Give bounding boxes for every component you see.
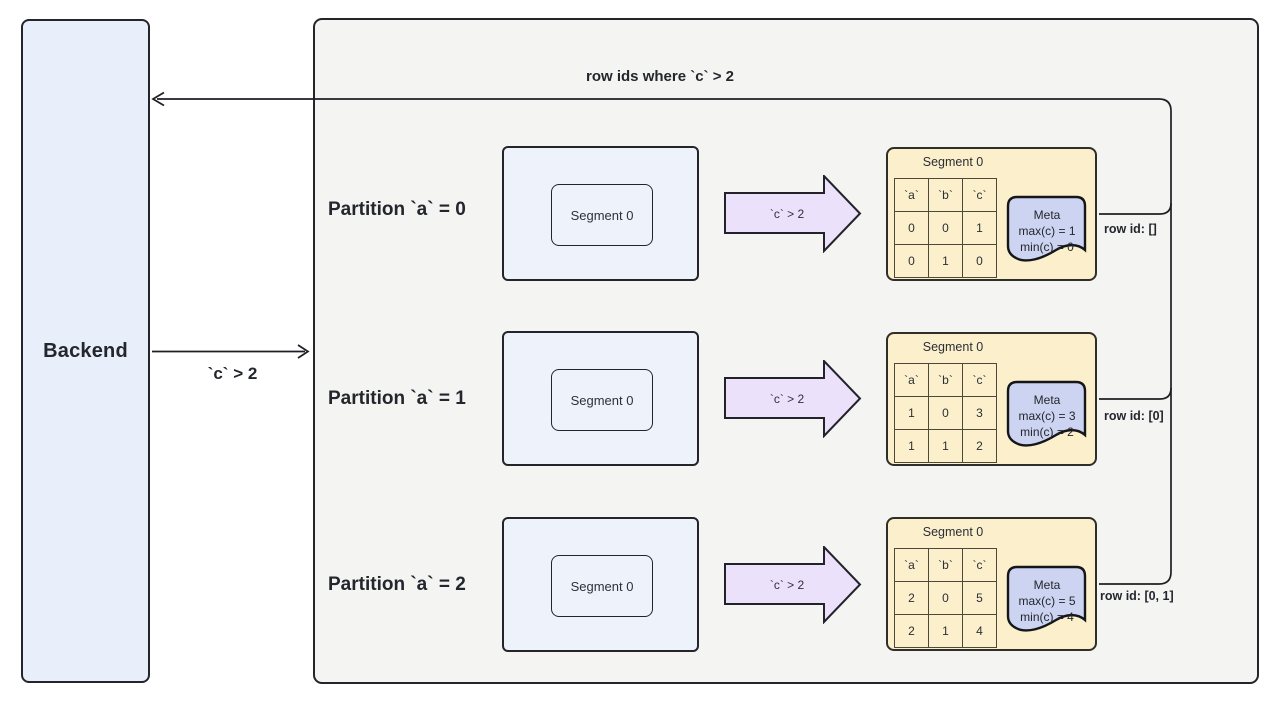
table-cell: 0: [894, 244, 929, 278]
table-row: 2 1 4: [894, 614, 997, 648]
result-segment-title: Segment 0: [922, 155, 984, 169]
table-header-b: `b`: [928, 548, 963, 582]
partition-box-a0: Segment 0: [502, 146, 699, 281]
result-segment-title: Segment 0: [922, 525, 984, 539]
table-cell: 0: [928, 396, 963, 430]
meta-text: Meta max(c) = 3 min(c) = 2: [1005, 392, 1089, 440]
segment-box: Segment 0: [551, 184, 653, 246]
query-arrow-label: `c` > 2: [207, 364, 258, 383]
table-header-b: `b`: [928, 178, 963, 212]
filter-arrow: `c` > 2: [724, 360, 862, 438]
table-cell: 1: [894, 429, 929, 463]
row-id-label-a2: row id: [0, 1]: [1100, 589, 1174, 603]
meta-line-max: max(c) = 5: [1018, 594, 1076, 608]
table-header-a: `a`: [894, 178, 929, 212]
segment-table: `a` `b` `c` 0 0 1 0 1 0: [894, 178, 997, 278]
meta-line-min: min(c) = 0: [1020, 240, 1074, 254]
table-header-b: `b`: [928, 363, 963, 397]
meta-line-max: max(c) = 1: [1018, 224, 1076, 238]
table-row: 1 1 2: [894, 429, 997, 463]
segment-box: Segment 0: [551, 369, 653, 431]
table-cell: 1: [894, 396, 929, 430]
result-segment-box: Segment 0 `a` `b` `c` 2 0 5 2 1 4: [886, 517, 1097, 651]
table-row: 1 0 3: [894, 396, 997, 430]
table-cell: 2: [894, 581, 929, 615]
table-header-row: `a` `b` `c`: [894, 548, 997, 582]
table-cell: 1: [928, 429, 963, 463]
table-row: 0 1 0: [894, 244, 997, 278]
table-header-a: `a`: [894, 548, 929, 582]
segment-table: `a` `b` `c` 1 0 3 1 1 2: [894, 363, 997, 463]
segment-box: Segment 0: [551, 555, 653, 617]
meta-title: Meta: [1033, 393, 1061, 407]
table-row: 2 0 5: [894, 581, 997, 615]
meta-line-max: max(c) = 3: [1018, 409, 1076, 423]
meta-line-min: min(c) = 4: [1020, 610, 1074, 624]
meta-document: Meta max(c) = 3 min(c) = 2: [1005, 379, 1089, 456]
table-cell: 0: [894, 211, 929, 245]
filter-arrow-label: `c` > 2: [769, 207, 805, 221]
table-row: 0 0 1: [894, 211, 997, 245]
response-arrow-label: row ids where `c` > 2: [586, 68, 734, 85]
partition-label-a0: Partition `a` = 0: [328, 199, 466, 220]
meta-title: Meta: [1033, 208, 1061, 222]
partition-box-a2: Segment 0: [502, 517, 699, 652]
table-header-c: `c`: [962, 363, 997, 397]
meta-title: Meta: [1033, 578, 1061, 592]
table-header-row: `a` `b` `c`: [894, 363, 997, 397]
table-cell: 1: [962, 211, 997, 245]
filter-arrow-label: `c` > 2: [769, 578, 805, 592]
meta-line-min: min(c) = 2: [1020, 425, 1074, 439]
filter-arrow: `c` > 2: [724, 546, 862, 624]
table-cell: 5: [962, 581, 997, 615]
row-id-label-a0: row id: []: [1104, 222, 1157, 236]
meta-document: Meta max(c) = 5 min(c) = 4: [1005, 564, 1089, 641]
table-cell: 0: [928, 211, 963, 245]
backend-label: Backend: [43, 339, 128, 362]
table-cell: 3: [962, 396, 997, 430]
table-header-c: `c`: [962, 178, 997, 212]
meta-text: Meta max(c) = 5 min(c) = 4: [1005, 577, 1089, 625]
table-cell: 4: [962, 614, 997, 648]
response-arrowhead: [151, 91, 165, 107]
partition-label-a1: Partition `a` = 1: [328, 388, 466, 409]
partition-label-a2: Partition `a` = 2: [328, 574, 466, 595]
table-header-a: `a`: [894, 363, 929, 397]
table-cell: 0: [962, 244, 997, 278]
backend-box: Backend: [21, 19, 150, 683]
result-segment-box: Segment 0 `a` `b` `c` 0 0 1 0 1 0: [886, 147, 1097, 281]
result-segment-box: Segment 0 `a` `b` `c` 1 0 3 1 1 2: [886, 332, 1097, 466]
table-cell: 0: [928, 581, 963, 615]
table-cell: 1: [928, 244, 963, 278]
meta-document: Meta max(c) = 1 min(c) = 0: [1005, 194, 1089, 271]
table-cell: 1: [928, 614, 963, 648]
filter-arrow-label: `c` > 2: [769, 392, 805, 406]
table-cell: 2: [894, 614, 929, 648]
row-id-label-a1: row id: [0]: [1104, 409, 1164, 423]
table-header-row: `a` `b` `c`: [894, 178, 997, 212]
meta-text: Meta max(c) = 1 min(c) = 0: [1005, 207, 1089, 255]
table-header-c: `c`: [962, 548, 997, 582]
filter-arrow: `c` > 2: [724, 175, 862, 253]
segment-table: `a` `b` `c` 2 0 5 2 1 4: [894, 548, 997, 648]
table-cell: 2: [962, 429, 997, 463]
partition-box-a1: Segment 0: [502, 331, 699, 466]
query-arrowhead: [297, 344, 310, 359]
result-segment-title: Segment 0: [922, 340, 984, 354]
